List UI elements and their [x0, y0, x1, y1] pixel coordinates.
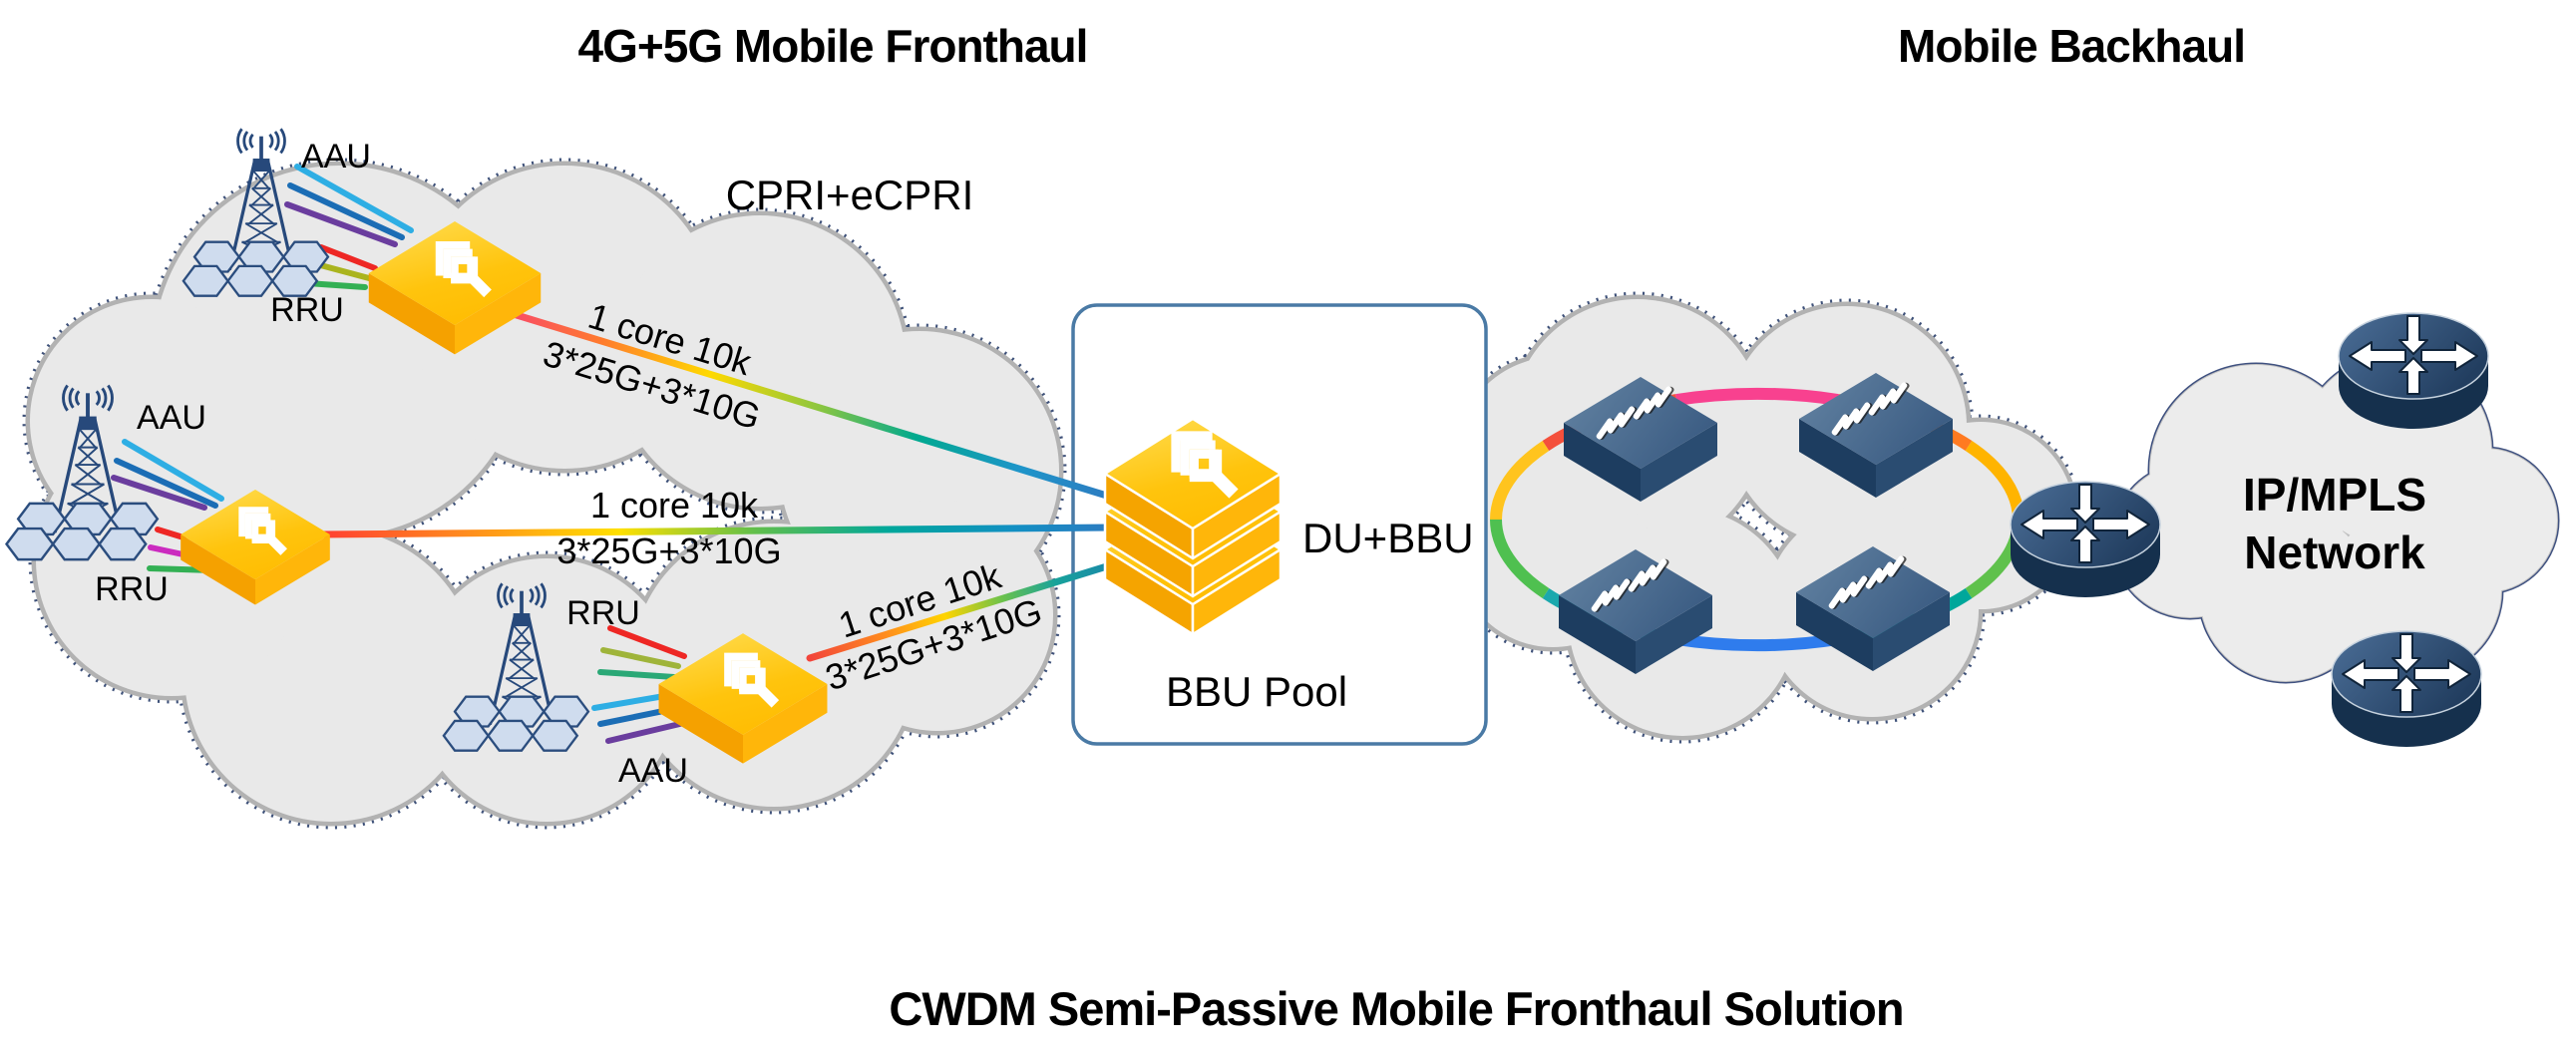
fiber-link-3 — [806, 561, 1114, 662]
fronthaul-title: 4G+5G Mobile Fronthaul — [578, 20, 1088, 72]
site1-aau-label: AAU — [301, 138, 371, 176]
router-icon-2 — [2338, 312, 2489, 430]
cell-site-3 — [444, 583, 828, 763]
cell-site-2 — [7, 386, 330, 605]
backhaul-title: Mobile Backhaul — [1898, 20, 2245, 72]
link2-capacity-label: 1 core 10k — [590, 485, 759, 526]
site1-rru-label: RRU — [270, 291, 344, 329]
protocol-label: CPRI+eCPRI — [726, 172, 974, 218]
site3-rru-label: RRU — [566, 594, 640, 632]
du-bbu-label: DU+BBU — [1302, 515, 1474, 561]
site3-aau-label: AAU — [618, 752, 688, 790]
ipmpls-label-line1: IP/MPLS — [2243, 469, 2426, 521]
fiber-link-2 — [315, 524, 1114, 538]
wavelength-fan-1 — [284, 164, 414, 290]
wavelength-fan-3 — [591, 625, 691, 744]
bbu-pool-label: BBU Pool — [1166, 668, 1347, 715]
solution-caption: CWDM Semi-Passive Mobile Fronthaul Solut… — [889, 982, 1903, 1035]
link2-channels-label: 3*25G+3*10G — [556, 530, 781, 571]
ipmpls-label-line2: Network — [2244, 527, 2425, 578]
cell-site-1 — [184, 129, 541, 354]
backhaul-ring-cloud — [1448, 291, 2082, 744]
site2-aau-label: AAU — [137, 399, 206, 437]
site2-rru-label: RRU — [95, 570, 169, 608]
fiber-link-1 — [500, 307, 1114, 501]
router-icon-1 — [2010, 481, 2161, 598]
fronthaul-links — [315, 307, 1114, 662]
router-icon-3 — [2331, 630, 2482, 748]
